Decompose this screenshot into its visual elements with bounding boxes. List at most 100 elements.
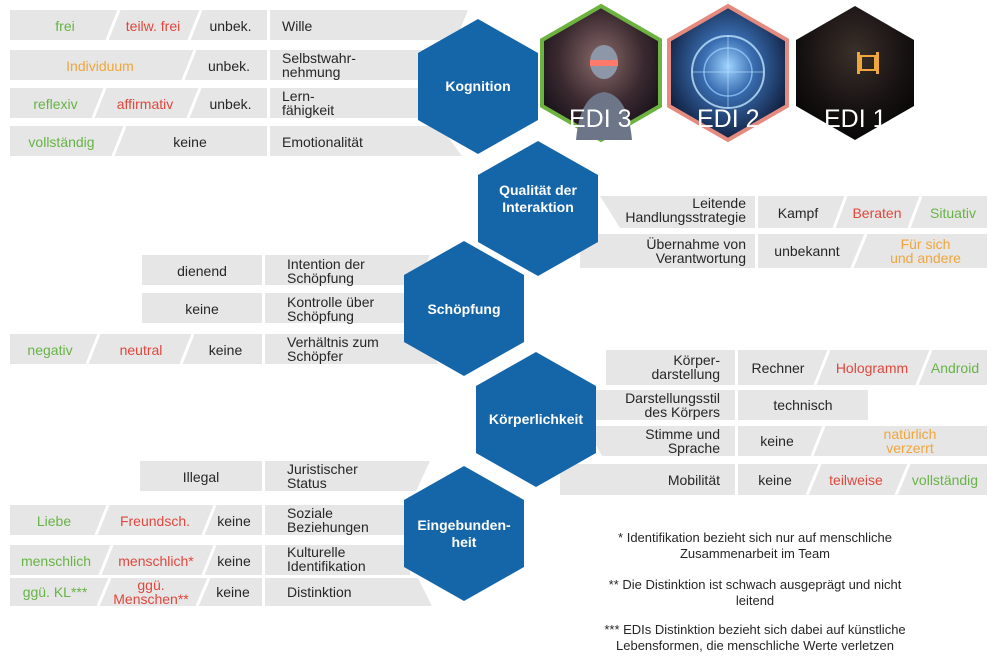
- value-distinktion-keine: keine: [216, 584, 250, 600]
- value-soziale-liebe: Liebe: [36, 513, 72, 529]
- hex-label-eingebunden-line2: heit: [451, 534, 477, 550]
- hex-label-eingebunden: Eingebunden- heit: [414, 517, 514, 551]
- edi-2-label: EDI 2: [697, 105, 760, 133]
- footnote-distinktion-schwach: ** Die Distinktion ist schwach ausgepräg…: [560, 577, 950, 609]
- koerper-boxes: [560, 350, 987, 495]
- label-wille: Wille: [282, 18, 313, 34]
- label-distinktion: Distinktion: [287, 584, 352, 600]
- label-verantwortung-2: Verantwortung: [655, 250, 746, 266]
- value-handlungsstrategie-situativ: Situativ: [930, 205, 976, 221]
- value-selbstwahrnehmung-unbek: unbek.: [207, 58, 251, 74]
- label-lernfaehigkeit-1: Lern-: [282, 88, 315, 104]
- value-kulturelle-keine: keine: [217, 553, 251, 569]
- hex-label-kognition: Kognition: [445, 78, 511, 94]
- value-koerperdarstellung-hologramm: Hologramm: [835, 360, 909, 376]
- value-stimme-keine: keine: [760, 433, 794, 449]
- label-darstellungsstil-1: Darstellungsstil: [625, 390, 720, 406]
- hex-schoepfung: [404, 241, 524, 376]
- value-soziale-keine: keine: [217, 513, 251, 529]
- label-verantwortung-1: Übernahme von: [646, 236, 746, 252]
- label-emotionalitaet: Emotionalität: [282, 134, 363, 150]
- footnote-distinktion-schwach-line1: ** Die Distinktion ist schwach ausgepräg…: [608, 577, 902, 592]
- label-juristisch-2: Status: [287, 475, 327, 491]
- value-stimme-verzerrt: verzerrt: [886, 440, 934, 456]
- slash-dividers: [85, 9, 933, 607]
- value-kulturelle-menschlich: menschlich: [20, 553, 92, 569]
- value-handlungsstrategie-beraten: Beraten: [852, 205, 902, 221]
- kognition-row-wille-values: [10, 10, 267, 40]
- value-distinktion-kl: ggü. KL***: [22, 584, 88, 600]
- value-lernfaehigkeit-unbek: unbek.: [209, 96, 252, 112]
- hex-kognition: [418, 19, 538, 154]
- kognition-boxes: [10, 10, 468, 156]
- edi-3-portrait: [540, 3, 662, 143]
- label-lernfaehigkeit-2: fähigkeit: [282, 102, 335, 118]
- edi-1-label: EDI 1: [824, 105, 887, 133]
- hex-koerper: [476, 352, 596, 487]
- footnote-distinktion-schwach-line2: leitend: [735, 593, 775, 608]
- value-lernfaehigkeit-reflexiv: reflexiv: [33, 96, 78, 112]
- value-selbstwahrnehmung-individuum: Individuum: [66, 58, 134, 74]
- hex-label-qualitaet-line1: Qualität der: [499, 182, 577, 198]
- label-soziale-2: Beziehungen: [287, 519, 369, 535]
- kognition-row-wille-label: [270, 10, 468, 40]
- value-handlungsstrategie-kampf: Kampf: [777, 205, 819, 221]
- label-kulturelle-2: Identifikation: [287, 558, 366, 574]
- value-koerperdarstellung-rechner: Rechner: [751, 360, 805, 376]
- label-koerperdarstellung-2: darstellung: [651, 366, 721, 382]
- value-verhaeltnis-neutral: neutral: [119, 342, 163, 358]
- label-handlungsstrategie-1: Leitende: [692, 195, 746, 211]
- hex-label-schoepfung: Schöpfung: [427, 301, 501, 317]
- footnote-distinktion-edi-line2: Lebensformen, die menschliche Werte verl…: [616, 638, 894, 653]
- hex-label-qualitaet: Qualität der Interaktion: [483, 182, 593, 216]
- value-emotionalitaet-keine: keine: [173, 134, 207, 150]
- edi-1-portrait: [796, 6, 914, 140]
- value-wille-frei: frei: [55, 18, 75, 34]
- value-lernfaehigkeit-affirmativ: affirmativ: [116, 96, 174, 112]
- label-selbstwahrnehmung-2: nehmung: [282, 64, 341, 80]
- value-verantwortung-unbekannt: unbekannt: [774, 243, 840, 259]
- footnote-distinktion-edi-line1: *** EDIs Distinktion bezieht sich dabei …: [604, 622, 906, 637]
- edi-2-portrait: [667, 3, 789, 143]
- label-verhaeltnis-1: Verhältnis zum: [287, 334, 379, 350]
- value-mobilitaet-keine: keine: [758, 472, 792, 488]
- label-verhaeltnis-2: Schöpfer: [287, 348, 344, 364]
- value-juristisch-illegal: Illegal: [182, 469, 220, 485]
- label-koerperdarstellung-1: Körper-: [673, 352, 720, 368]
- value-verhaeltnis-keine: keine: [208, 342, 243, 358]
- value-wille-teilw-frei: teilw. frei: [125, 18, 181, 34]
- label-juristisch-1: Juristischer: [287, 461, 358, 477]
- value-distinktion-menschen: Menschen**: [113, 591, 189, 607]
- footnote-distinktion-edi: *** EDIs Distinktion bezieht sich dabei …: [560, 622, 950, 654]
- hex-label-qualitaet-line2: Interaktion: [502, 199, 574, 215]
- edi-3-label: EDI 3: [569, 105, 632, 133]
- eingebunden-boxes: [10, 461, 432, 606]
- value-distinktion-ggue: ggü.: [137, 577, 165, 593]
- label-soziale-1: Soziale: [287, 505, 333, 521]
- value-verantwortung-fuer-sich: Für sich: [900, 236, 951, 252]
- schoepfung-boxes: [10, 255, 438, 364]
- value-emotionalitaet-vollstaendig: vollständig: [28, 134, 95, 150]
- value-kontrolle-keine: keine: [185, 301, 219, 317]
- label-darstellungsstil-2: des Körpers: [644, 404, 720, 420]
- hex-label-koerper: Körperlichkeit: [488, 411, 584, 427]
- label-mobilitaet: Mobilität: [667, 472, 720, 488]
- value-verhaeltnis-negativ: negativ: [27, 342, 73, 358]
- footnote-identifikation: * Identifikation bezieht sich nur auf me…: [560, 530, 950, 562]
- interaktion-boxes: [580, 196, 987, 268]
- label-kontrolle-1: Kontrolle über: [287, 294, 375, 310]
- label-stimme-1: Stimme und: [645, 426, 720, 442]
- value-mobilitaet-vollstaendig: vollständig: [911, 472, 979, 488]
- label-handlungsstrategie-2: Handlungsstrategie: [625, 209, 746, 225]
- value-soziale-freundsch: Freundsch.: [119, 513, 191, 529]
- value-stimme-natuerlich: natürlich: [883, 426, 937, 442]
- label-intention-2: Schöpfung: [287, 270, 354, 286]
- footnote-identifikation-line1: * Identifikation bezieht sich nur auf me…: [618, 530, 892, 545]
- value-verantwortung-und-andere: und andere: [890, 250, 961, 266]
- hex-eingebunden: [404, 466, 524, 601]
- footnote-identifikation-line2: Zusammenarbeit im Team: [679, 546, 831, 561]
- hex-qualitaet: [478, 141, 598, 276]
- label-stimme-2: Sprache: [667, 440, 720, 456]
- value-mobilitaet-teilweise: teilweise: [829, 472, 883, 488]
